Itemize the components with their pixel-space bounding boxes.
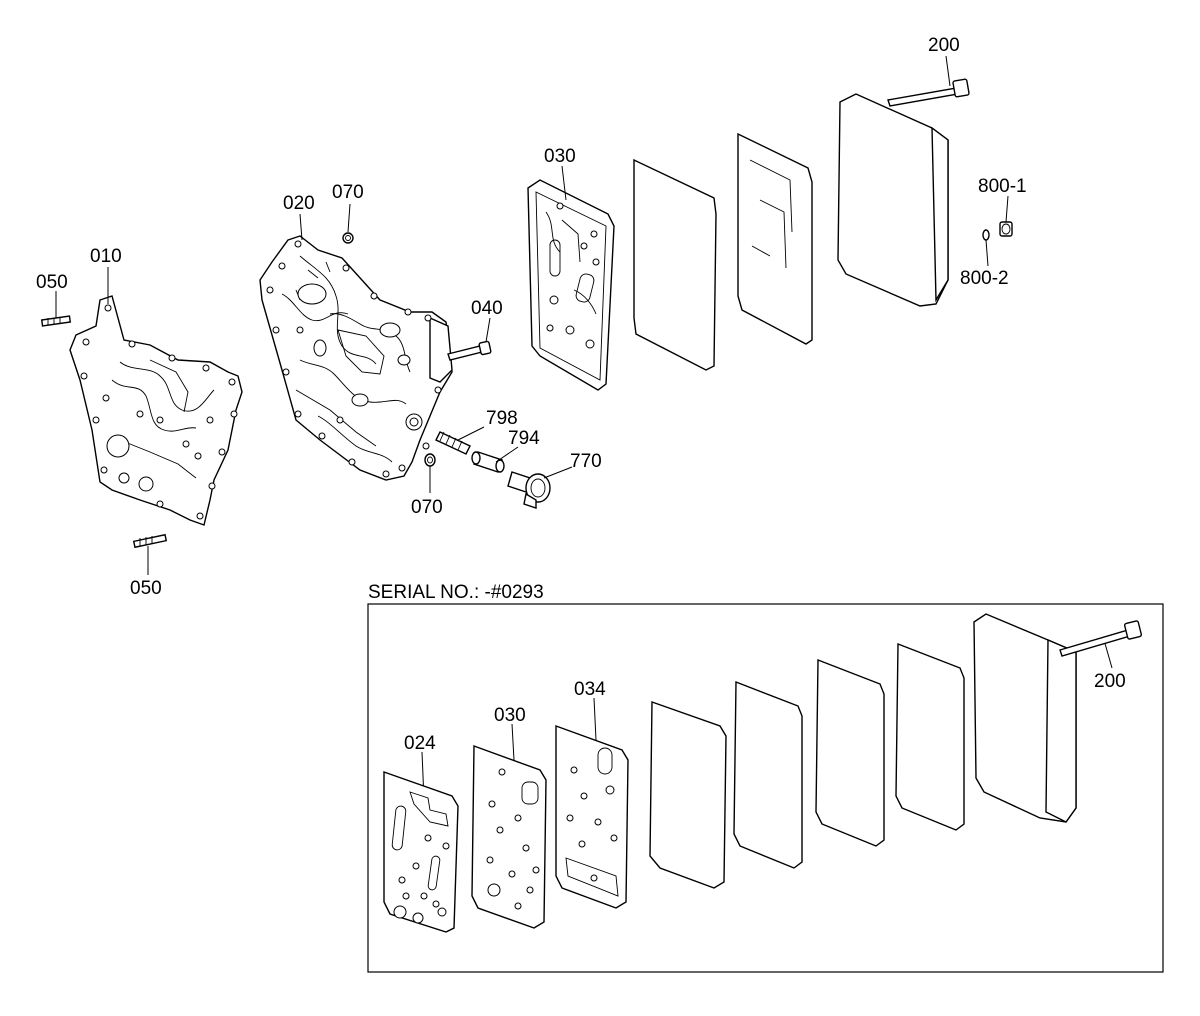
part-798-spring <box>435 431 471 455</box>
part-050-stud-bottom <box>132 533 168 549</box>
callout-798: 798 <box>486 408 518 429</box>
callout-040: 040 <box>471 298 503 319</box>
callout-800-2: 800-2 <box>960 268 1009 289</box>
leader-lines <box>55 55 1113 801</box>
callout-200-inset: 200 <box>1094 671 1126 692</box>
callout-050-bottom: 050 <box>130 578 162 599</box>
part-794-valve <box>471 451 505 473</box>
part-070-plug-bottom <box>424 453 436 467</box>
part-070-plug-top <box>342 232 354 244</box>
inset-part-200-bolt <box>1059 620 1143 657</box>
callout-050-top: 050 <box>36 272 68 293</box>
callout-200-top: 200 <box>928 35 960 56</box>
part-800-1-fitting <box>999 221 1013 237</box>
callout-020: 020 <box>283 193 315 214</box>
part-040-bolt <box>447 340 492 361</box>
callout-770: 770 <box>570 451 602 472</box>
inset-part-plate-6 <box>815 658 885 847</box>
inset-callout-labels: 024 030 034 200 <box>404 671 1126 754</box>
inset-part-plate-4 <box>649 701 727 889</box>
part-valve-body-top <box>837 93 949 307</box>
part-800-2-oring <box>982 229 990 241</box>
callout-070-bottom: 070 <box>411 497 443 518</box>
callout-794: 794 <box>508 428 540 449</box>
callout-024: 024 <box>404 733 436 754</box>
inset-part-034-plate <box>555 725 629 909</box>
callout-010: 010 <box>90 246 122 267</box>
part-200-bolt-top <box>887 78 970 107</box>
callout-070-top: 070 <box>332 182 364 203</box>
inset-part-plate-7 <box>895 642 965 831</box>
part-020-housing <box>259 235 453 481</box>
part-010-plate <box>69 295 243 526</box>
inset-part-valve-body <box>973 613 1077 823</box>
callout-labels: 050 010 050 020 070 040 070 798 794 770 … <box>36 35 1027 599</box>
serial-number-label: SERIAL NO.: -#0293 <box>368 582 544 603</box>
part-plate-top-3 <box>737 132 813 345</box>
callout-030-top: 030 <box>544 146 576 167</box>
inset-part-024-plate <box>383 771 459 933</box>
serial-inset-frame <box>367 603 1164 973</box>
inset-part-plate-5 <box>733 680 803 869</box>
callout-800-1: 800-1 <box>978 176 1027 197</box>
part-030-gasket-top <box>527 179 615 391</box>
callout-030-inset: 030 <box>494 705 526 726</box>
callout-034: 034 <box>574 679 606 700</box>
inset-part-030-plate <box>471 745 547 929</box>
part-plate-top-2 <box>633 158 717 371</box>
part-050-stud-top <box>40 315 72 327</box>
part-770-plug <box>507 471 551 509</box>
